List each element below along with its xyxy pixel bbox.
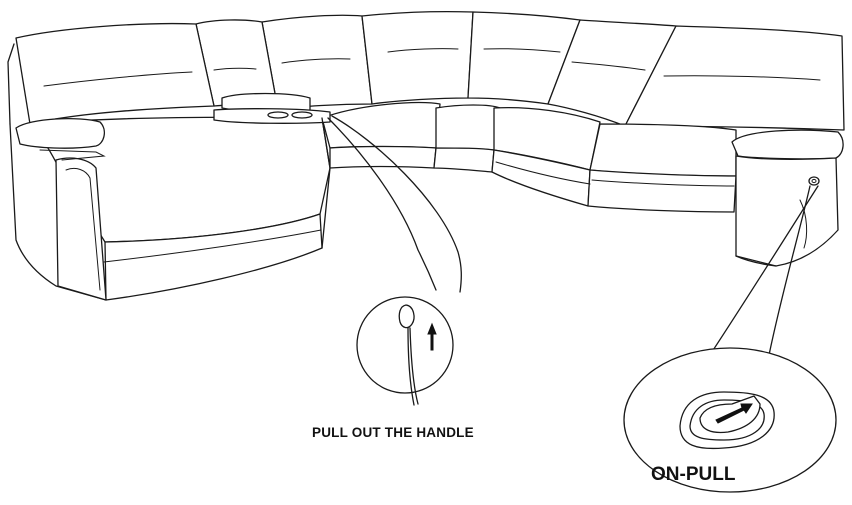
callout-circle-handle <box>357 297 453 393</box>
back-cushion-center <box>362 12 473 104</box>
cup-holder-right <box>292 112 312 118</box>
cup-holder-left <box>268 112 288 118</box>
seat-wedge-front <box>434 148 494 172</box>
chaise-arm-top <box>16 119 104 149</box>
seat-center <box>322 103 440 148</box>
seat-wedge <box>436 105 500 150</box>
seat-section <box>10 103 736 300</box>
on-pull-lever-small <box>809 177 819 185</box>
on-pull-label: ON-PULL <box>651 464 735 486</box>
back-cushion-chaise <box>16 24 214 124</box>
right-arm-front <box>736 156 838 266</box>
seat-right <box>590 124 736 176</box>
pull-handle-label: PULL OUT THE HANDLE <box>312 425 474 440</box>
right-arm-top <box>732 130 843 159</box>
seat-center-front <box>330 147 436 169</box>
seat-right-front <box>588 170 736 212</box>
